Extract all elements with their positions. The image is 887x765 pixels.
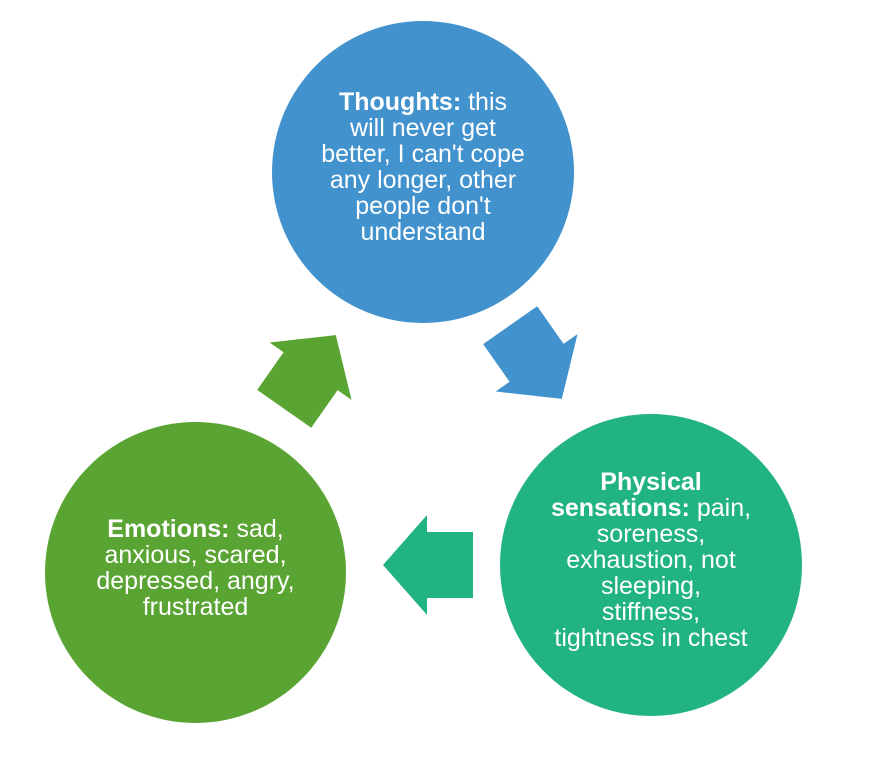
thoughts-text: Thoughts: this will never get better, I … xyxy=(321,89,525,245)
physical-sensations-label: Physical sensations: xyxy=(550,468,702,522)
thoughts-to-physical-arrow xyxy=(483,306,578,399)
physical-to-emotions-arrow xyxy=(383,515,473,615)
physical-sensations-body: pain, soreness, exhaustion, not sleeping… xyxy=(554,494,752,652)
emotions-label: Emotions: xyxy=(107,514,230,543)
thoughts-circle: Thoughts: this will never get better, I … xyxy=(272,21,574,323)
arrow-down-right-icon xyxy=(483,306,578,399)
emotions-body: sad, anxious, scared, depressed, angry, … xyxy=(96,514,295,621)
emotions-circle: Emotions: sad, anxious, scared, depresse… xyxy=(45,422,346,723)
arrow-left-icon xyxy=(383,515,473,615)
thoughts-label: Thoughts: xyxy=(338,88,462,116)
emotions-to-thoughts-arrow xyxy=(257,335,352,428)
arrow-up-right-icon xyxy=(257,335,352,428)
emotions-text: Emotions: sad, anxious, scared, depresse… xyxy=(86,516,306,620)
physical-sensations-circle: Physical sensations: pain, soreness, exh… xyxy=(500,414,802,716)
thoughts-body: this will never get better, I can't cope… xyxy=(321,88,525,246)
physical-sensations-text: Physical sensations: pain, soreness, exh… xyxy=(550,469,753,651)
